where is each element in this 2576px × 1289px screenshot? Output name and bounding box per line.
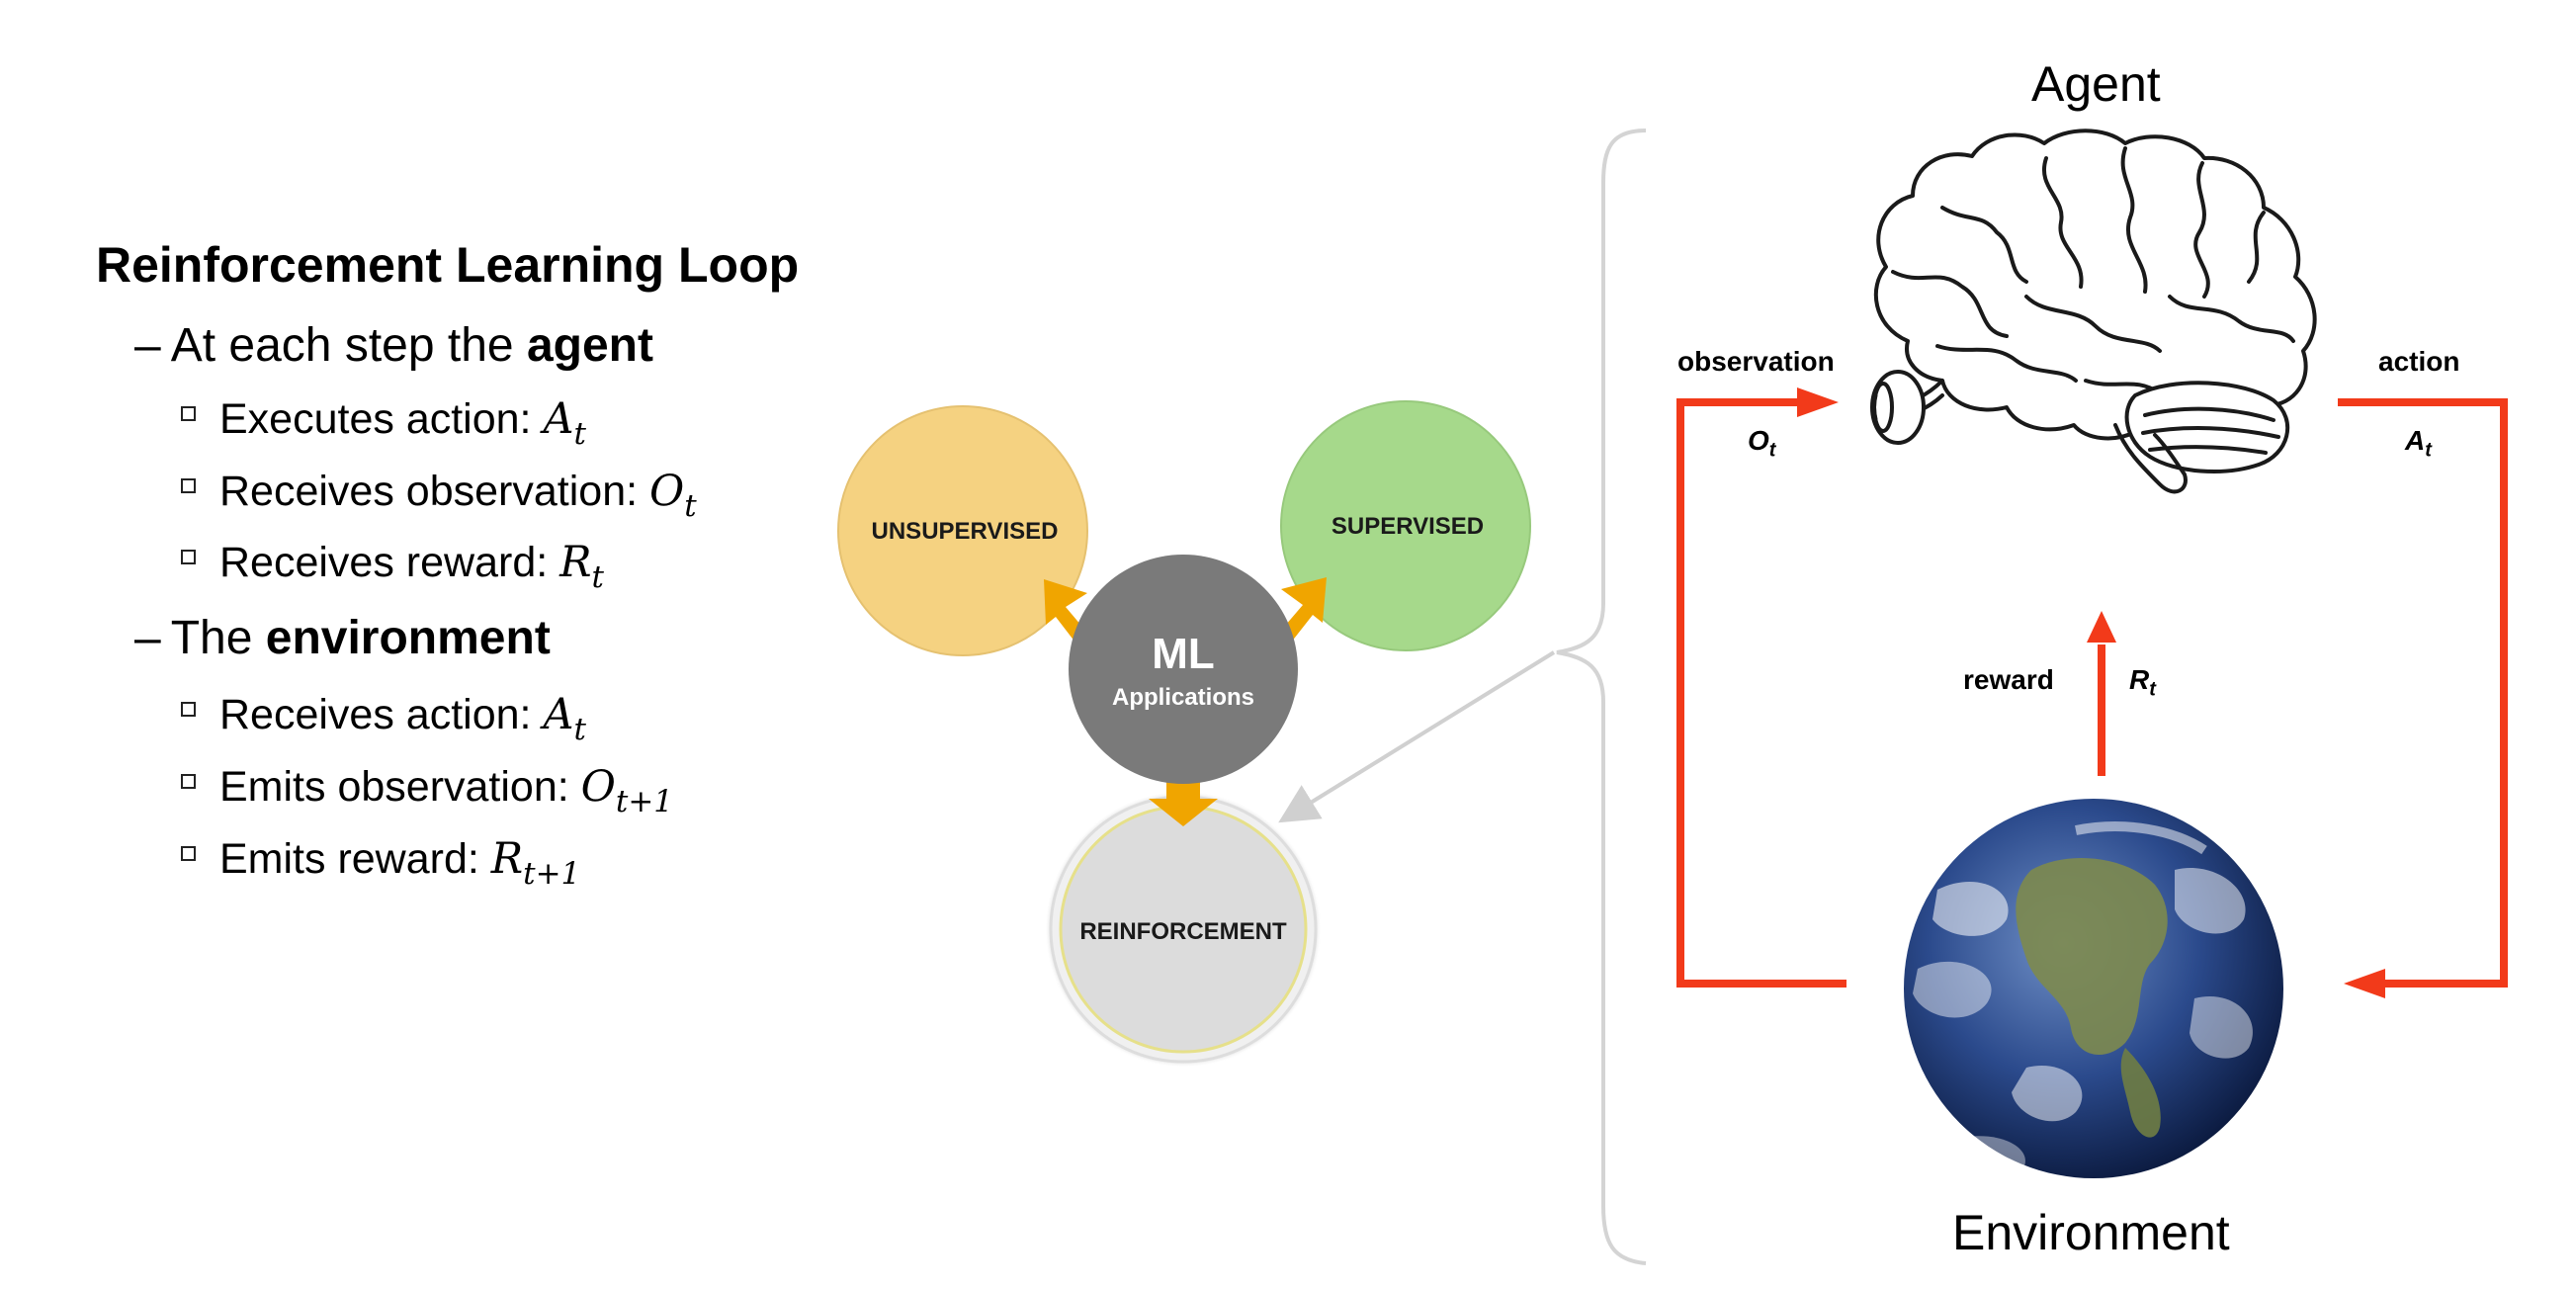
math-symbol: Rt+1: [490, 834, 581, 892]
reward-arrowhead: [2087, 611, 2116, 643]
square-bullet-icon: [181, 550, 196, 565]
square-bullet-icon: [181, 774, 196, 790]
item-text: Executes action:: [219, 395, 544, 443]
square-bullet-icon: [181, 702, 196, 718]
action-arrow: [2338, 398, 2508, 988]
unsupervised-circle: [837, 405, 1088, 656]
ml-connector-arrows: [1044, 577, 1327, 826]
environment-label: Environment: [1952, 1205, 2230, 1260]
agent-label: Agent: [2031, 56, 2161, 112]
observation-arrow: [1676, 398, 1846, 988]
dash: –: [134, 612, 161, 664]
square-bullet-icon: [181, 846, 196, 862]
brace-connector-line: [1278, 650, 1556, 823]
env-item-action: Receives action: At: [181, 694, 586, 745]
agent-line-prefix: At each step the: [170, 319, 527, 372]
agent-item-observation: Receives observation: Ot: [181, 471, 697, 522]
supervised-label: SUPERVISED: [1331, 513, 1484, 540]
item-text: Emits reward:: [219, 835, 491, 883]
curly-brace: [1556, 129, 1647, 1265]
observation-label: observation: [1677, 346, 1835, 377]
item-text: Receives action:: [219, 691, 544, 738]
arrow-to-unsupervised: [1044, 579, 1087, 643]
env-item-reward: Emits reward: Rt+1: [181, 838, 580, 890]
item-text: Receives reward:: [219, 539, 560, 586]
environment-line: –The environment: [134, 615, 551, 662]
math-symbol: At: [543, 690, 586, 747]
math-symbol: Ot+1: [580, 762, 673, 819]
math-symbol: Rt: [559, 538, 604, 595]
math-symbol: At: [543, 394, 586, 452]
item-text: Emits observation:: [219, 763, 581, 811]
arrow-to-reinforcement: [1149, 781, 1218, 826]
agent-item-action: Executes action: At: [181, 398, 586, 450]
ml-center-circle: [1069, 555, 1298, 784]
math-symbol: Ot: [649, 467, 697, 524]
reward-symbol: Rt: [2129, 664, 2156, 701]
reward-label: reward: [1963, 664, 2054, 695]
loop-arrows: [1676, 398, 2508, 988]
action-label: action: [2378, 346, 2460, 377]
env-line-prefix: The: [170, 612, 266, 664]
ml-cluster: [837, 400, 1531, 1068]
agent-item-reward: Receives reward: Rt: [181, 542, 604, 593]
square-bullet-icon: [181, 406, 196, 422]
action-arrowhead: [2344, 969, 2385, 998]
slide-title: Reinforcement Learning Loop: [96, 237, 800, 293]
reinforcement-label: REINFORCEMENT: [1079, 918, 1287, 945]
square-bullet-icon: [181, 478, 196, 494]
brain-icon: [1870, 129, 2317, 494]
action-symbol: At: [2405, 425, 2432, 462]
ml-subtitle: Applications: [1112, 684, 1254, 711]
arrow-to-supervised: [1279, 577, 1327, 643]
earth-icon: [1904, 799, 2283, 1179]
agent-line: –At each step the agent: [134, 322, 653, 370]
ml-title: ML: [1152, 630, 1215, 678]
observation-symbol: Ot: [1748, 425, 1776, 462]
observation-arrowhead: [1797, 387, 1839, 417]
item-text: Receives observation:: [219, 468, 649, 515]
loop-arrowheads: [1797, 387, 2385, 998]
env-line-bold: environment: [265, 612, 551, 664]
supervised-circle: [1280, 400, 1531, 651]
unsupervised-label: UNSUPERVISED: [872, 518, 1059, 545]
agent-line-bold: agent: [526, 319, 653, 372]
dash: –: [134, 319, 161, 372]
env-item-observation: Emits observation: Ot+1: [181, 766, 673, 817]
